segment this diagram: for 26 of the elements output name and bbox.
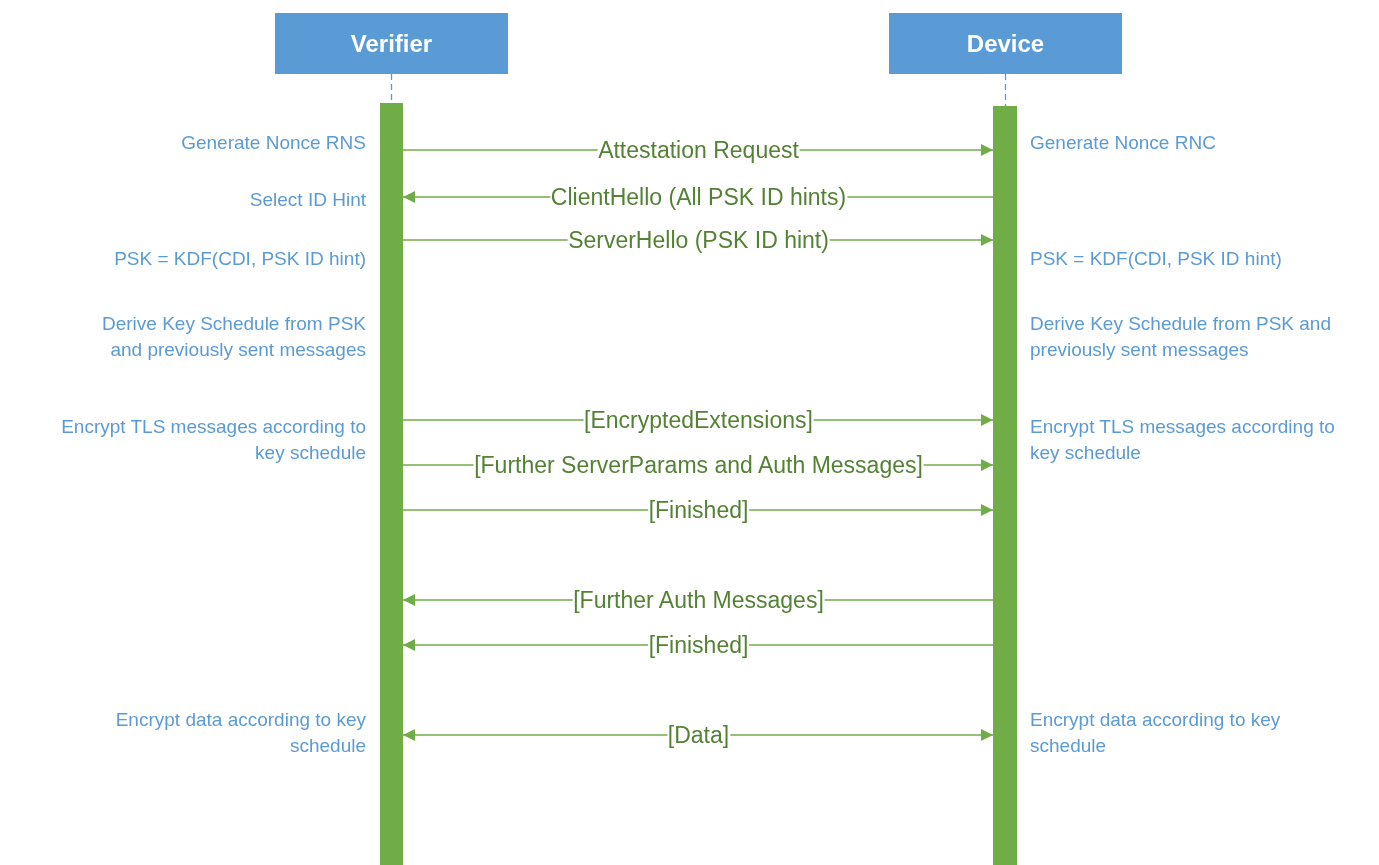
message-label: [Further ServerParams and Auth Messages] — [473, 452, 924, 478]
step-note: Derive Key Schedule from PSK and previously sent messages — [101, 312, 366, 362]
message-label: [Finished] — [647, 632, 750, 658]
message-arrow — [402, 729, 994, 741]
lifeline-bar — [993, 106, 1017, 865]
message-label: ServerHello (PSK ID hint) — [567, 227, 830, 253]
step-note: Encrypt data according to key schedule — [1030, 708, 1282, 758]
lifeline-connector — [1004, 73, 1007, 107]
participant-box: Device — [889, 13, 1122, 74]
step-note: Derive Key Schedule from PSK and previously sent messages — [1030, 312, 1332, 362]
message-label: [Data] — [666, 722, 731, 748]
lifeline-bar — [380, 103, 403, 865]
message-label: ClientHello (All PSK ID hints) — [549, 184, 848, 210]
step-note: Generate Nonce RNS — [180, 131, 366, 155]
step-note: PSK = KDF(CDI, PSK ID hint) — [1030, 247, 1283, 271]
step-note: Select ID Hint — [248, 188, 366, 212]
message-label: [Finished] — [647, 497, 750, 523]
message-label: Attestation Request — [597, 137, 800, 163]
step-note: Generate Nonce RNC — [1030, 131, 1217, 155]
step-note: PSK = KDF(CDI, PSK ID hint) — [113, 247, 366, 271]
step-note: Encrypt TLS messages according to key schedule — [60, 415, 366, 465]
step-note: Encrypt TLS messages according to key schedule — [1030, 415, 1336, 465]
participant-box: Verifier — [275, 13, 508, 74]
message-label: [EncryptedExtensions] — [583, 407, 814, 433]
message-label: [Further Auth Messages] — [572, 587, 825, 613]
step-note: Encrypt data according to key schedule — [114, 708, 366, 758]
